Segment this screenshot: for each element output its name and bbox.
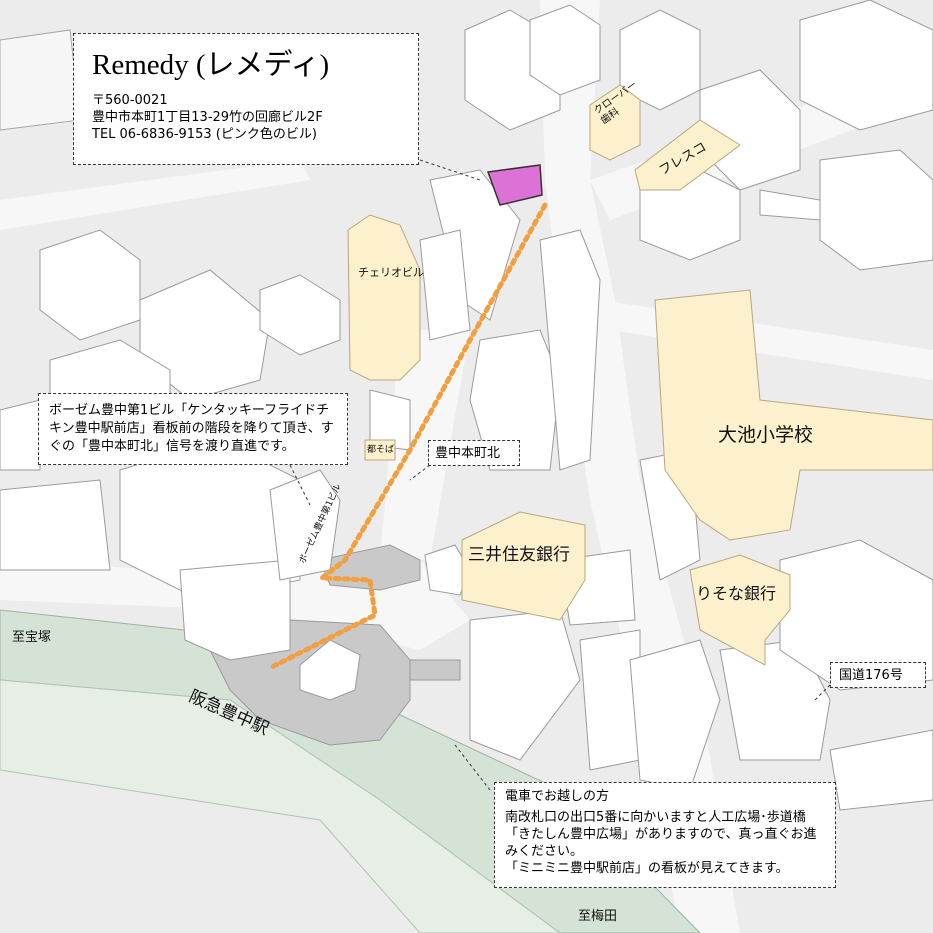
shop-tel: TEL 06-6836-9153 (ピンク色のビル) <box>92 127 317 142</box>
signal-label: 豊中本町北 <box>428 440 520 466</box>
remedy-building <box>486 164 543 206</box>
railway-shadow <box>0 679 561 933</box>
walking-route <box>267 202 548 671</box>
shop-address: 豊中市本町1丁目13-29竹の回廊ビル2F <box>92 110 323 125</box>
leader-lines <box>289 159 831 791</box>
school-label: 大池小学校 <box>718 424 814 446</box>
landmark-buildings <box>347 84 933 666</box>
soba-label: 都そば <box>367 445 395 455</box>
fresco-building <box>634 119 741 191</box>
walk-note-text: ボーゼム豊中第1ビル「ケンタッキーフライドチキン豊中駅前店」看板前の階段を降りて… <box>49 403 334 454</box>
signal-label-text: 豊中本町北 <box>435 446 501 461</box>
to-takarazuka-label: 至宝塚 <box>12 630 52 645</box>
shop-postal: 〒560-0021 <box>92 93 168 108</box>
cherio-label: チェリオビル <box>358 266 424 279</box>
school-building <box>654 289 933 541</box>
station-concourse <box>409 659 461 681</box>
route176-label: 国道176号 <box>830 662 926 688</box>
train-note-sign: 「ミニミニ豊中駅前店」の看板が見えてきます。 <box>505 861 789 876</box>
cherio-building <box>347 214 421 381</box>
shop-info-callout: Remedy (レメディ) 〒560-0021 豊中市本町1丁目13-29竹の回… <box>73 33 419 165</box>
walk-note-callout: ボーゼム豊中第1ビル「ケンタッキーフライドチキン豊中駅前店」看板前の階段を降りて… <box>38 393 348 465</box>
train-note-body: 南改札口の出口5番に向かいますと人工広場･歩道橋「きたしん豊中広場」がありますの… <box>505 810 817 859</box>
soba-shop <box>364 439 396 461</box>
route176-label-text: 国道176号 <box>839 668 903 683</box>
shop-name: Remedy (レメディ) <box>92 49 330 81</box>
train-note-title: 電車でお越しの方 <box>505 789 610 804</box>
resona-building <box>689 554 791 666</box>
clover-dental-building <box>589 84 641 161</box>
to-umeda-label: 至梅田 <box>578 909 618 924</box>
resona-label: りそな銀行 <box>696 584 777 603</box>
train-note-callout: 電車でお越しの方 南改札口の出口5番に向かいますと人工広場･歩道橋「きたしん豊中… <box>494 782 836 888</box>
smbc-label: 三井住友銀行 <box>468 545 570 565</box>
smbc-building <box>461 511 586 621</box>
